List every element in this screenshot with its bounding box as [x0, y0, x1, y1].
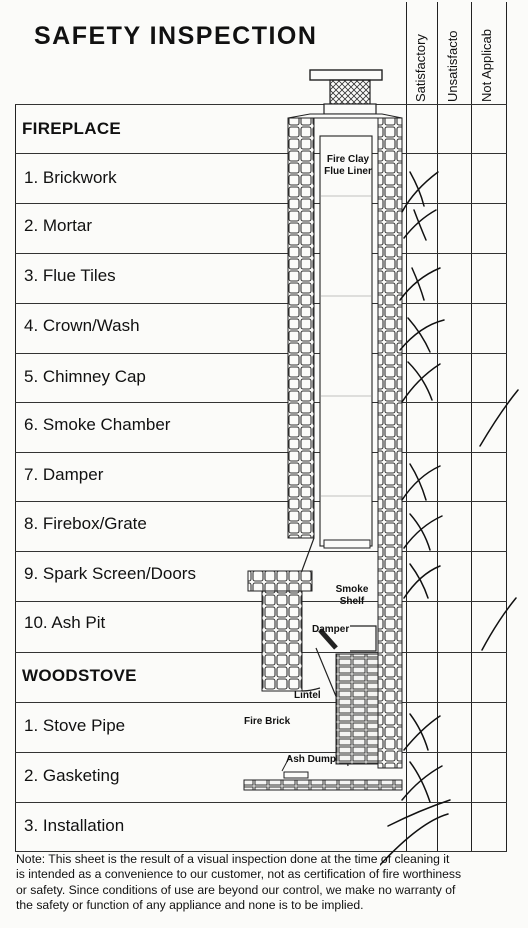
- column-header-satisfactory: Satisfactory: [413, 34, 428, 102]
- note-line: is intended as a convenience to our cust…: [16, 867, 462, 882]
- item-gasketing: 2. Gasketing: [24, 766, 120, 785]
- note-line: Note: This sheet is the result of a visu…: [16, 852, 450, 866]
- row-divider: [15, 153, 507, 155]
- label-lintel: Lintel: [294, 690, 321, 701]
- row-divider: [15, 353, 507, 355]
- row-divider: [15, 551, 507, 553]
- row-divider: [15, 203, 507, 205]
- check-marks-drawing: [379, 171, 519, 866]
- row-divider: [15, 104, 507, 106]
- item-chimney-cap: 5. Chimney Cap: [24, 367, 146, 386]
- label-smoke-shelf: Smoke Shelf: [335, 584, 369, 607]
- item-smoke-chamber: 6. Smoke Chamber: [24, 415, 171, 434]
- disclaimer-note: Note: This sheet is the result of a visu…: [16, 852, 524, 914]
- item-spark-screen-doors: 9. Spark Screen/Doors: [24, 564, 196, 583]
- row-divider: [15, 802, 507, 804]
- section-heading-woodstove: WOODSTOVE: [22, 666, 137, 685]
- item-crown-wash: 4. Crown/Wash: [24, 316, 140, 335]
- column-header-not-applicable: Not Applicab: [479, 29, 494, 102]
- item-brickwork: 1. Brickwork: [24, 168, 117, 187]
- section-heading-fireplace: FIREPLACE: [22, 119, 122, 138]
- chimney-drawing: [243, 69, 403, 791]
- row-divider: [15, 402, 507, 404]
- row-divider: [15, 303, 507, 305]
- row-divider: [15, 752, 507, 754]
- column-divider: [471, 2, 473, 852]
- item-firebox-grate: 8. Firebox/Grate: [24, 514, 147, 533]
- item-installation: 3. Installation: [24, 816, 125, 835]
- column-header-unsatisfactory: Unsatisfacto: [445, 30, 460, 102]
- note-line: or safety. Since conditions of use are b…: [16, 882, 456, 897]
- label-fire-brick: Fire Brick: [244, 716, 291, 727]
- item-stove-pipe: 1. Stove Pipe: [24, 716, 126, 735]
- item-damper: 7. Damper: [24, 465, 104, 484]
- column-divider: [406, 2, 408, 852]
- row-divider: [15, 452, 507, 454]
- handwritten-check-marks: [379, 150, 528, 870]
- note-line: the safety or function of any appliance …: [16, 898, 364, 913]
- column-divider: [437, 2, 439, 852]
- item-ash-pit: 10. Ash Pit: [24, 613, 106, 632]
- column-divider: [506, 2, 508, 852]
- row-divider: [15, 253, 507, 255]
- table-left-border: [15, 104, 17, 852]
- row-divider: [15, 851, 507, 853]
- label-damper: Damper: [312, 624, 350, 635]
- page-title: SAFETY INSPECTION: [34, 22, 318, 50]
- row-divider: [15, 601, 507, 603]
- chimney-diagram: Fire Clay Flue Liner Smoke Shelf Damper …: [240, 66, 410, 806]
- row-divider: [15, 501, 507, 503]
- row-divider: [15, 652, 507, 654]
- row-divider: [15, 702, 507, 704]
- item-mortar: 2. Mortar: [24, 216, 93, 235]
- item-flue-tiles: 3. Flue Tiles: [24, 266, 116, 285]
- label-ash-dump: Ash Dump: [286, 754, 336, 765]
- label-flue-liner: Fire Clay Flue Liner: [324, 154, 372, 177]
